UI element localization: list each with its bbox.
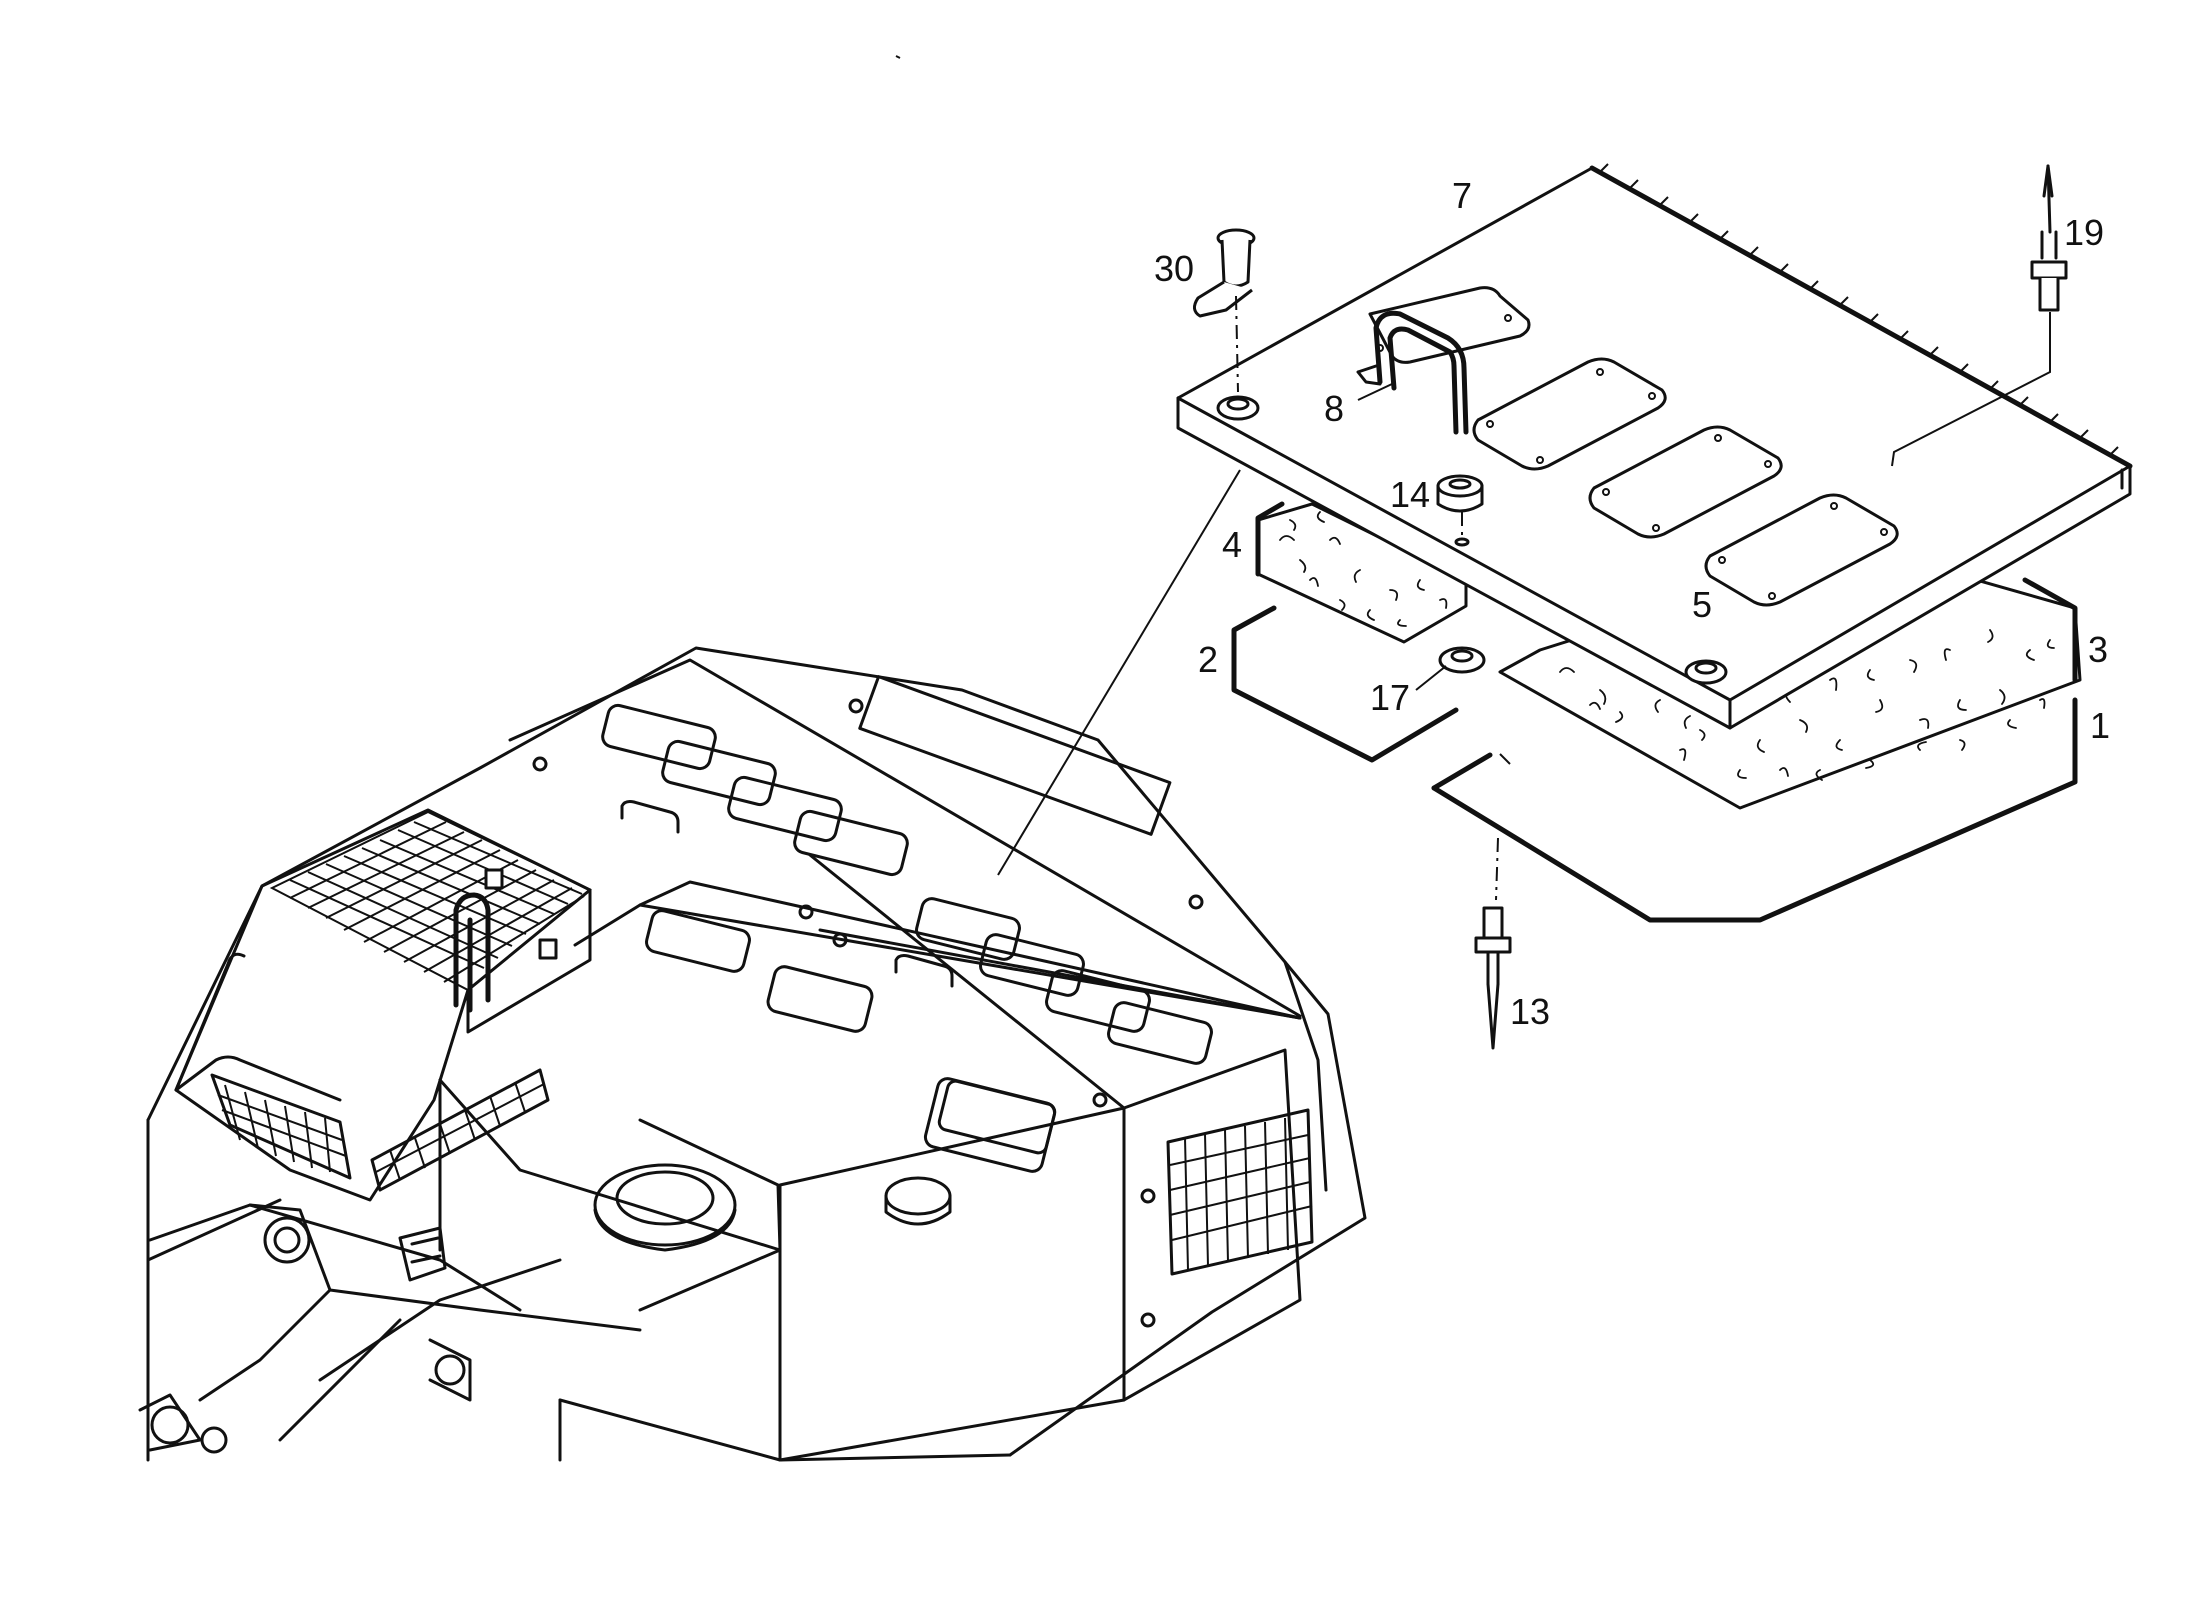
part-13-rivet [1474, 837, 1512, 1050]
rear-panel-cutouts [601, 675, 1172, 877]
leader-17 [1415, 665, 1447, 691]
deck-bolts [532, 698, 1204, 1108]
callout-8: 8 [1324, 388, 1344, 429]
callout-3: 3 [2088, 629, 2108, 670]
part-2-small-plate [1231, 605, 1459, 763]
part-19-rivet [1891, 164, 2068, 467]
top-grille [269, 810, 592, 992]
callout-2: 2 [1198, 639, 1218, 680]
callout-1: 1 [2090, 705, 2110, 746]
callout-7: 7 [1452, 175, 1472, 216]
part-7-cover-lid[interactable] [1176, 163, 2133, 730]
lid-cutouts [1368, 286, 1899, 607]
swing-ring [593, 1163, 737, 1252]
callout-19: 19 [2064, 212, 2104, 253]
callout-13: 13 [1510, 991, 1550, 1032]
callout-labels: 7 19 30 8 14 4 5 2 17 3 1 13 [1154, 175, 2110, 1032]
part-14-grommet [1436, 474, 1484, 547]
part-1-lower-plate [1431, 697, 2078, 923]
callout-5: 5 [1692, 584, 1712, 625]
part-30-latch [1193, 228, 1256, 393]
part-8-handle [1356, 310, 1469, 435]
stray-mark [895, 55, 901, 59]
leader-8 [1357, 383, 1393, 401]
side-grilles [210, 1068, 1314, 1276]
callout-14: 14 [1390, 474, 1430, 515]
boom-arms [138, 1203, 642, 1454]
callout-4: 4 [1222, 524, 1242, 565]
callout-17: 17 [1370, 677, 1410, 718]
leader-7-to-deck [997, 469, 1241, 876]
machine-body [138, 646, 1367, 1462]
part-4-small-foam [1255, 501, 1468, 644]
lid-hinge [1589, 165, 2133, 469]
callout-30: 30 [1154, 248, 1194, 289]
part-17-grommet [1438, 646, 1486, 674]
